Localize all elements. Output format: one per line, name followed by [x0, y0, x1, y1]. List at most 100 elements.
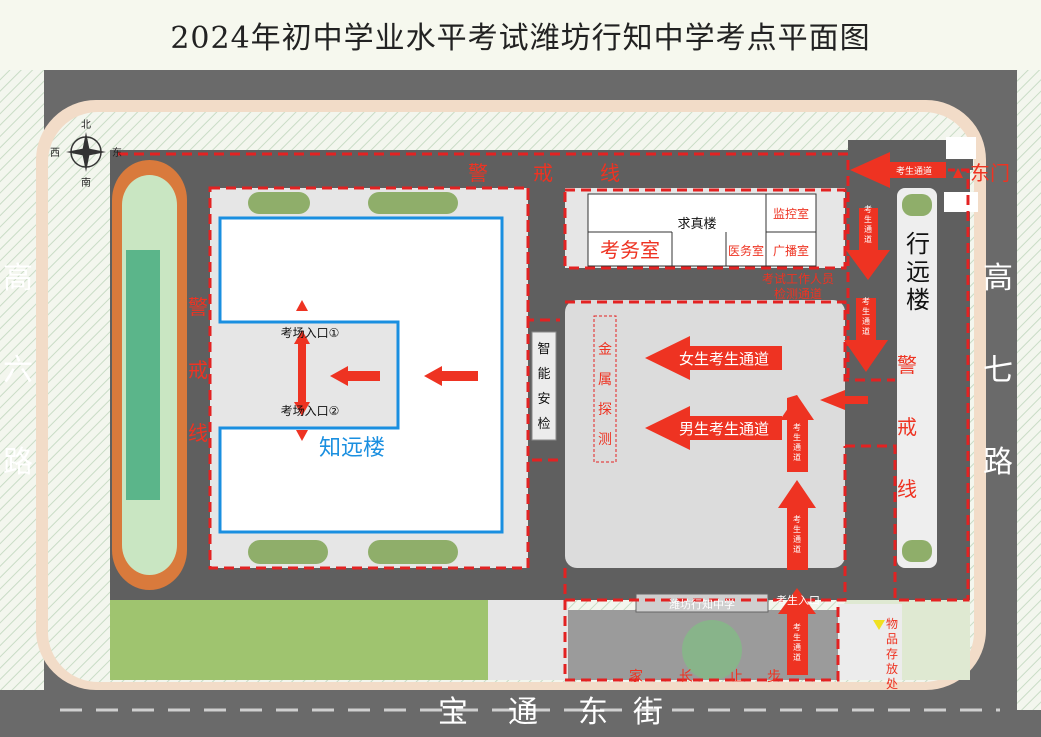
down-arrow-2 [844, 298, 888, 372]
east-gate-channel-label: 考生通道 [896, 165, 932, 177]
route-arrows [294, 152, 963, 675]
svg-text:处: 处 [886, 677, 898, 691]
svg-text:探: 探 [598, 402, 612, 418]
svg-text:家: 家 [629, 668, 643, 685]
smart-security-label: 智 能 安 检 [537, 342, 550, 432]
svg-text:安: 安 [537, 392, 550, 407]
svg-text:生: 生 [864, 214, 872, 224]
girls-arrow [645, 336, 782, 380]
road-south-char: 宝 [438, 695, 468, 730]
svg-text:能: 能 [537, 367, 550, 382]
vertical-channel-labels: 考 生 通 道 考 生 通 道 考 生 通 道 考 生 通 道 考 生 通 道 [793, 205, 872, 662]
compass-east: 东 [112, 146, 122, 159]
storage-label: 物 品 存 放 处 [886, 617, 898, 691]
svg-text:生: 生 [793, 432, 801, 442]
svg-text:止: 止 [729, 669, 743, 685]
parents-stop-label: 家 长 止 步 [629, 668, 781, 685]
svg-text:品: 品 [886, 632, 898, 646]
svg-text:属: 属 [598, 372, 612, 388]
road-east-char: 路 [983, 445, 1013, 480]
svg-text:生: 生 [793, 632, 801, 642]
down-arrow-1 [846, 208, 890, 280]
storage-room [838, 604, 902, 680]
field-grass [126, 250, 160, 500]
svg-text:考: 考 [793, 623, 801, 632]
svg-text:警: 警 [188, 295, 208, 319]
up-arrow-body-2 [787, 505, 808, 570]
svg-text:检: 检 [537, 417, 550, 432]
fountain [682, 620, 742, 680]
entrance-1-marker [296, 300, 308, 311]
svg-text:警: 警 [897, 353, 917, 377]
broadcast-room-label: 广播室 [773, 243, 809, 258]
title-bar: 2024年初中学业水平考试潍坊行知中学考点平面图 [0, 0, 1041, 70]
up-arrow-body-3 [787, 612, 808, 675]
staff-channel-label-2: 检测通道 [774, 286, 822, 301]
svg-text:戒: 戒 [188, 358, 208, 382]
east-gate-label: 东门 [970, 161, 1010, 185]
svg-text:楼: 楼 [906, 286, 930, 314]
exam-entrance-1-label: 考场入口① [281, 326, 340, 340]
svg-text:生: 生 [862, 306, 870, 316]
svg-text:放: 放 [886, 661, 898, 676]
svg-text:考: 考 [793, 515, 801, 524]
zhiyuan-building [218, 216, 504, 534]
svg-text:通: 通 [793, 642, 801, 652]
svg-text:存: 存 [886, 647, 898, 661]
girls-channel-label: 女生考生通道 [679, 350, 769, 368]
road-east-char: 高 [983, 261, 1013, 296]
compass-south: 南 [81, 176, 91, 189]
svg-text:考: 考 [862, 297, 870, 306]
svg-text:线: 线 [600, 161, 620, 185]
map-title: 2024年初中学业水平考试潍坊行知中学考点平面图 [170, 21, 871, 56]
boys-arrow [645, 406, 782, 450]
exam-office-label: 考务室 [600, 238, 660, 262]
staff-channel-label-1: 考试工作人员 [762, 271, 834, 286]
svg-text:戒: 戒 [533, 161, 553, 185]
road-labels: 高 六 路 高 七 路 宝 通 东 街 [3, 261, 1013, 730]
svg-text:考: 考 [793, 423, 801, 432]
cordon-lines [118, 152, 970, 682]
left-arrow-east [820, 390, 868, 410]
xingyuan-label: 行 远 楼 [906, 230, 930, 314]
school-sign-label: 潍坊行知中学 [669, 597, 735, 611]
east-gate-arrow [850, 152, 946, 188]
qiuzhen-building [587, 193, 817, 267]
road-south-char: 街 [633, 695, 663, 730]
svg-text:道: 道 [793, 544, 801, 554]
qiuzhen-label: 求真楼 [677, 217, 716, 232]
student-entrance-label: 考生入口 [776, 593, 820, 607]
zhiyuan-label: 知远楼 [319, 436, 385, 461]
xingyuan-building [897, 188, 937, 568]
svg-text:金: 金 [598, 342, 612, 358]
cordon-labels: 警 戒 线 警 戒 线 警 戒 线 [188, 161, 917, 501]
road-west-char: 高 [3, 261, 33, 296]
svg-text:通: 通 [862, 316, 870, 326]
down-arrow-entrance [294, 402, 310, 416]
monitor-room-label: 监控室 [773, 206, 809, 221]
entrance-connector [298, 342, 306, 404]
up-arrow-head-2 [778, 480, 816, 508]
svg-text:测: 测 [598, 432, 612, 448]
compass-north: 北 [81, 119, 91, 131]
metal-detection-box [593, 315, 617, 463]
svg-text:通: 通 [793, 442, 801, 452]
svg-text:道: 道 [793, 652, 801, 662]
svg-text:智: 智 [537, 342, 550, 357]
svg-text:线: 线 [897, 477, 917, 501]
up-arrow-head-3 [778, 588, 816, 614]
svg-text:长: 长 [679, 669, 693, 685]
road-east-char: 七 [983, 353, 1013, 388]
svg-text:警: 警 [468, 161, 488, 185]
svg-text:线: 线 [188, 421, 208, 445]
compass-west: 西 [50, 148, 60, 159]
boys-channel-label: 男生考生通道 [679, 420, 769, 438]
inner-left-arrow [330, 366, 380, 386]
svg-text:物: 物 [886, 617, 898, 631]
svg-text:戒: 戒 [897, 415, 917, 439]
svg-text:行: 行 [906, 230, 930, 258]
east-green-strip [1017, 70, 1041, 710]
entrance-2-marker [296, 430, 308, 441]
exam-entrance-2-label: 考场入口② [281, 404, 340, 418]
